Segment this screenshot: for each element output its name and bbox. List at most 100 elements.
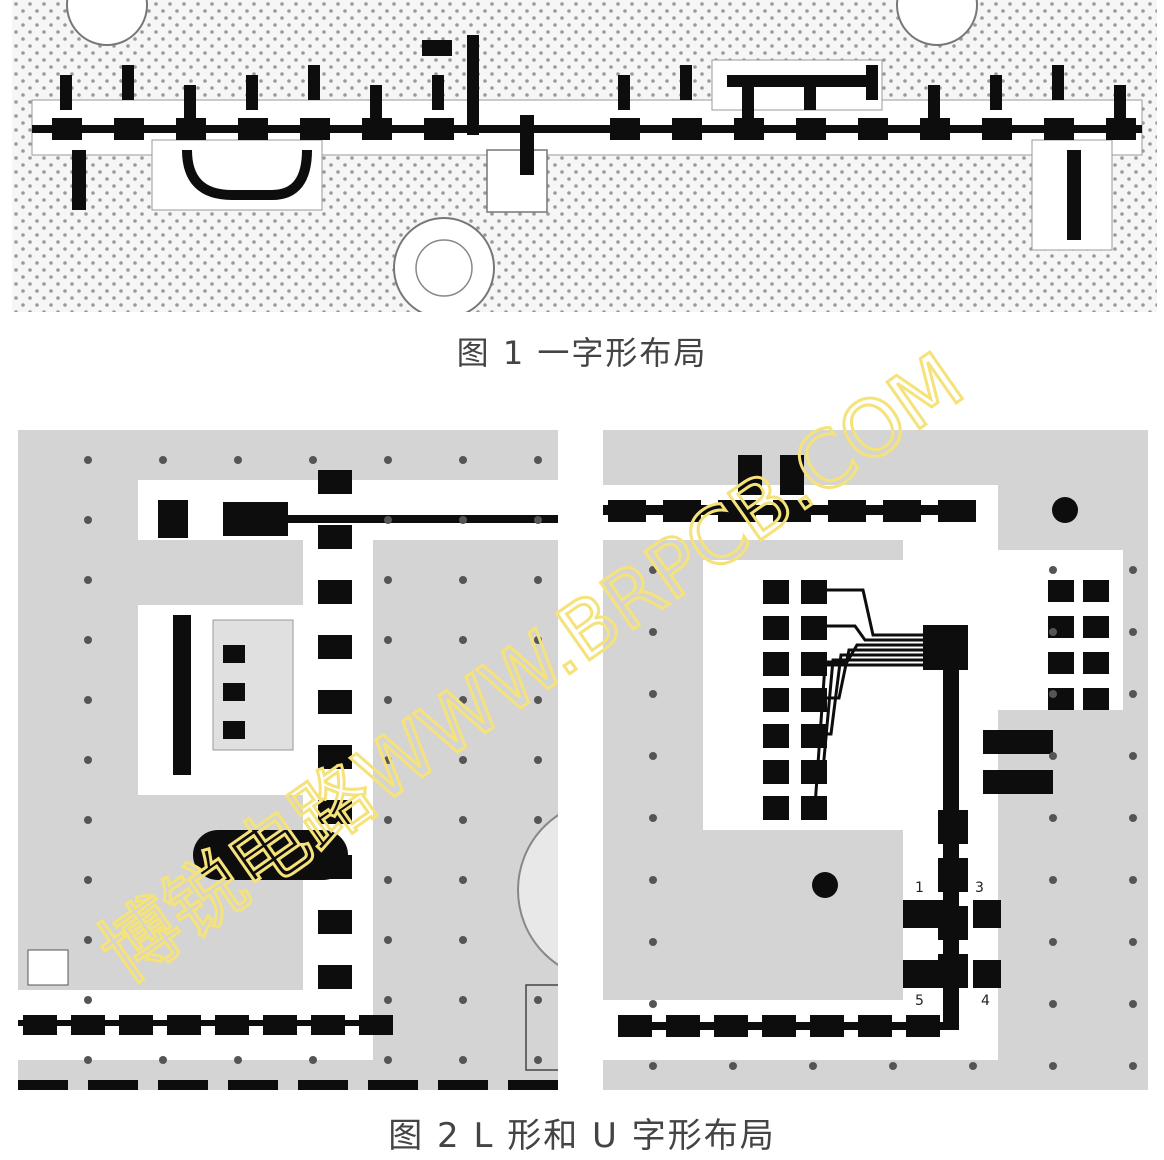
pcb-pad — [318, 580, 352, 604]
pcb-pad — [52, 118, 82, 140]
pcb-pad — [763, 796, 789, 820]
pcb-pad — [1083, 688, 1109, 710]
via — [1129, 690, 1137, 698]
via — [459, 816, 467, 824]
pcb-pad — [763, 652, 789, 676]
via — [534, 576, 542, 584]
pcb-pad — [801, 652, 827, 676]
via — [459, 996, 467, 1004]
u-label-3: 3 — [975, 880, 984, 896]
via — [1049, 566, 1057, 574]
pcb-pad — [801, 724, 827, 748]
via — [84, 996, 92, 1004]
pcb-pad — [318, 965, 352, 989]
pcb-pad — [801, 580, 827, 604]
pcb-pad — [773, 500, 811, 522]
pcb-pad — [801, 760, 827, 784]
pcb-pad — [938, 858, 968, 892]
via — [1129, 628, 1137, 636]
figure-1-straight-layout — [12, 0, 1157, 312]
pcb-pad — [1048, 652, 1074, 674]
via — [1049, 690, 1057, 698]
via — [969, 1062, 977, 1070]
pcb-trace — [827, 588, 923, 637]
via — [534, 1056, 542, 1064]
pcb-pad — [858, 118, 888, 140]
pcb-pad — [928, 85, 940, 120]
via — [159, 456, 167, 464]
via — [809, 1062, 817, 1070]
pcb-pad — [903, 960, 943, 988]
via — [649, 566, 657, 574]
pcb-pad — [1048, 580, 1074, 602]
via — [384, 1056, 392, 1064]
via — [459, 576, 467, 584]
pcb-pad — [983, 770, 1053, 794]
via — [459, 1056, 467, 1064]
pcb-pad — [122, 65, 134, 100]
via — [159, 1056, 167, 1064]
pcb-pad — [983, 730, 1053, 754]
pcb-pad — [973, 900, 1001, 928]
via — [384, 456, 392, 464]
pcb-pad — [318, 525, 352, 549]
pcb-pad — [370, 85, 382, 120]
pcb-pad — [742, 85, 754, 120]
pcb-pad — [903, 900, 943, 928]
pcb-pad — [883, 500, 921, 522]
pcb-pad — [763, 580, 789, 604]
via — [84, 636, 92, 644]
pcb-pad — [1083, 652, 1109, 674]
via — [384, 696, 392, 704]
figure-2-u-shape-layout: 1 3 5 4 — [603, 430, 1148, 1090]
via — [729, 1062, 737, 1070]
via — [459, 696, 467, 704]
via — [459, 756, 467, 764]
via — [889, 1062, 897, 1070]
pcb-pad — [763, 724, 789, 748]
via — [649, 690, 657, 698]
via — [309, 1056, 317, 1064]
via — [534, 996, 542, 1004]
pcb-pad — [318, 745, 352, 769]
pcb-pad — [663, 500, 701, 522]
via — [84, 756, 92, 764]
via — [649, 628, 657, 636]
pcb-pad — [672, 118, 702, 140]
via — [459, 936, 467, 944]
pcb-pad — [184, 85, 196, 120]
via — [649, 1062, 657, 1070]
via — [1049, 628, 1057, 636]
via — [234, 456, 242, 464]
figure-2-caption: 图 2 L 形和 U 字形布局 — [388, 1116, 776, 1156]
via — [84, 1056, 92, 1064]
pcb-pad — [608, 500, 646, 522]
via — [84, 516, 92, 524]
pcb-pad — [308, 65, 320, 100]
pcb-pad — [424, 118, 454, 140]
pcb-pad — [228, 1080, 278, 1090]
pcb-pad — [801, 688, 827, 712]
pcb-pad — [238, 118, 268, 140]
pcb-trace — [827, 624, 923, 642]
via — [234, 1056, 242, 1064]
via — [1049, 1062, 1057, 1070]
pcb-pad — [763, 688, 789, 712]
via — [384, 816, 392, 824]
via — [384, 636, 392, 644]
pcb-pad — [1083, 580, 1109, 602]
u-label-5: 5 — [915, 993, 924, 1009]
pcb-pad — [223, 683, 245, 701]
pcb-pad — [1106, 118, 1136, 140]
pcb-pad — [610, 118, 640, 140]
pcb-pad — [780, 455, 804, 495]
pcb-pad — [176, 118, 206, 140]
via — [534, 636, 542, 644]
pcb-pad — [801, 616, 827, 640]
pcb-pad — [990, 75, 1002, 110]
via — [84, 696, 92, 704]
figure-2-l-pcb-drawing — [18, 430, 558, 1090]
pcb-pad — [938, 500, 976, 522]
via — [1129, 566, 1137, 574]
pcb-pad — [60, 75, 72, 110]
